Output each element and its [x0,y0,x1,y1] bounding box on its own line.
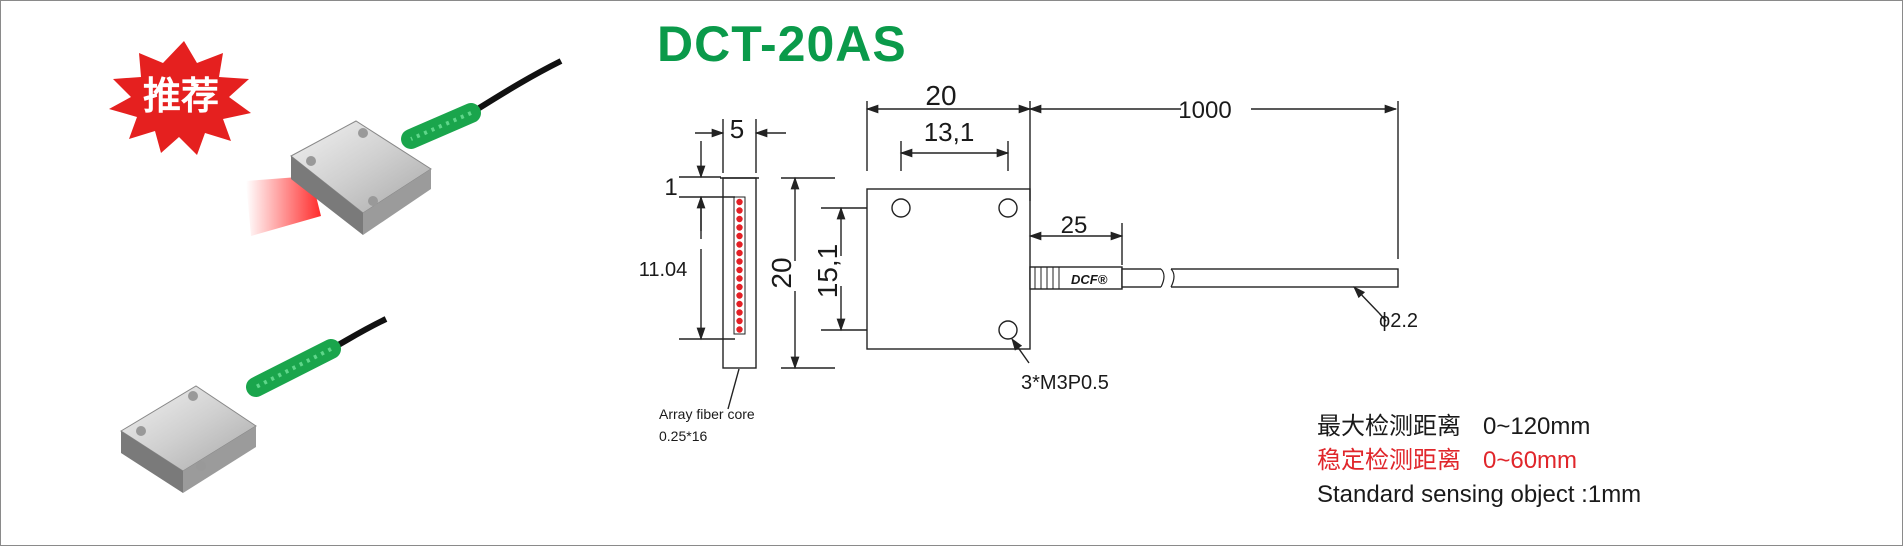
product-photo-bottom [120,316,388,493]
core-label-line2: 0.25*16 [659,428,707,444]
fiber-cable [1121,268,1399,288]
product-photos: 推荐 [109,41,563,493]
standard-object-row: Standard sensing object :1mm [1317,481,1642,508]
product-title: DCT-20AS [657,16,907,72]
dim-cable-length: 1000 [1178,97,1231,124]
dim-side-offset: 1 [664,174,677,201]
max-range-row: 最大检测距离 0~120mm [1317,410,1641,444]
dim-side-height: 20 [766,257,797,288]
stable-range-value: 0~60mm [1483,447,1578,474]
dim-side-width: 5 [730,114,744,144]
mount-hole-bottom-right [998,320,1018,340]
dcf-logo: DCF® [1071,272,1108,287]
front-view-body [866,188,1031,350]
max-range-label: 最大检测距离 [1317,413,1461,440]
spec-block: 最大检测距离 0~120mm 稳定检测距离 0~60mm Standard sens… [1317,410,1641,512]
product-photo-top [246,58,563,236]
starburst-shape [109,41,251,155]
dim-hole-spacing-v: 15,1 [812,244,843,299]
dim-array-length: 11.04 [639,259,688,281]
core-label-line1: Array fiber core [659,406,755,422]
dim-sleeve-length: 25 [1061,212,1088,239]
mount-hole-top-left [891,198,911,218]
dim-front-width: 20 [925,80,956,111]
dim-cable-diameter: ϕ2.2 [1379,310,1418,332]
stable-range-row: 稳定检测距离 0~60mm [1317,444,1641,478]
dim-hole-spacing-h: 13,1 [924,117,975,147]
badge-text: 推荐 [143,76,219,118]
stable-range-label: 稳定检测距离 [1317,447,1461,474]
screw-spec-label: 3*M3P0.5 [1021,372,1109,394]
mount-hole-top-right [998,198,1018,218]
recommend-badge: 推荐 [109,41,251,155]
fiber-core-array [736,198,743,333]
max-range-value: 0~120mm [1483,413,1591,440]
